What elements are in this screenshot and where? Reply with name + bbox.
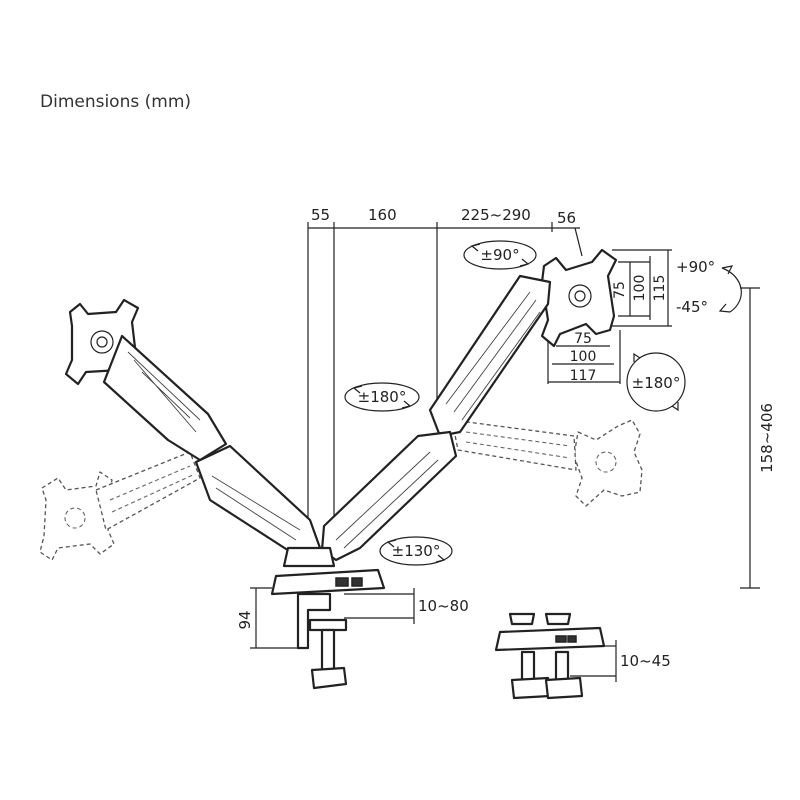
dim-clamp-desk-thickness: 10~80 <box>418 597 469 615</box>
grommet-base <box>494 612 617 700</box>
dim-55: 55 <box>311 206 330 224</box>
vesa-v-75: 75 <box>612 281 628 299</box>
vesa-v-100: 100 <box>632 275 648 302</box>
page-title: Dimensions (mm) <box>40 92 192 112</box>
tilt-down: -45° <box>676 298 708 316</box>
dim-56: 56 <box>557 209 576 227</box>
rotation-swivel-left: ±180° <box>358 388 407 406</box>
top-dimension-lines <box>307 222 583 560</box>
tilt-arrow <box>718 265 742 313</box>
dim-clamp-height: 94 <box>236 610 254 629</box>
vesa-vertical-dimensions <box>612 249 672 327</box>
vesa-v-115: 115 <box>652 275 668 302</box>
vesa-horizontal-dimensions <box>547 330 621 384</box>
right-lower-arm <box>320 430 458 562</box>
ghost-right-monitor-plate <box>451 419 643 507</box>
dim-160: 160 <box>368 206 397 224</box>
dim-225-290: 225~290 <box>461 206 531 224</box>
right-monitor-plate <box>540 248 618 348</box>
clamp-base <box>270 568 415 690</box>
rotation-arrow-left <box>344 382 420 412</box>
left-lower-arm <box>194 444 322 560</box>
rotation-arrow-right <box>626 352 686 412</box>
rotation-arrow-base <box>379 536 453 566</box>
center-pole-joint <box>282 546 336 568</box>
rotation-base-swivel: ±130° <box>392 542 441 560</box>
height-dimension-line <box>740 287 760 589</box>
dim-height-range: 158~406 <box>758 403 776 473</box>
tilt-up: +90° <box>676 258 715 276</box>
right-upper-arm <box>428 274 552 438</box>
vesa-h-117: 117 <box>570 368 597 384</box>
rotation-right: ±180° <box>632 374 681 392</box>
vesa-h-100: 100 <box>570 349 597 365</box>
left-upper-arm <box>102 334 228 462</box>
rotation-arrow-top <box>463 240 537 270</box>
dim-grommet-desk-thickness: 10~45 <box>620 652 671 670</box>
clamp-height-dimension <box>250 587 300 649</box>
vesa-h-75: 75 <box>574 331 592 347</box>
ghost-left-monitor-plate <box>39 451 201 561</box>
rotation-tilt-top: ±90° <box>480 246 519 264</box>
